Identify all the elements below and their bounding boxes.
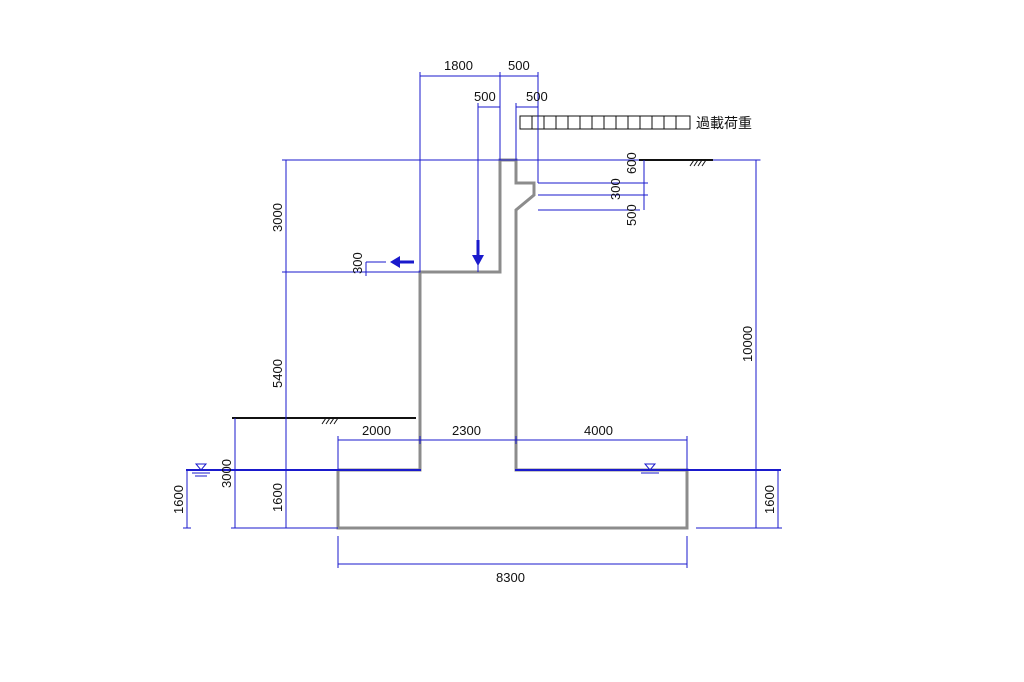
arrow-down-icon [472, 240, 484, 266]
ground-hatch-icon [321, 417, 339, 425]
dim-toe-width: 2000 [362, 423, 391, 438]
dim-corbel-600: 600 [624, 152, 639, 174]
water-level-icon [641, 463, 659, 474]
dim-middle-height: 5400 [270, 359, 285, 388]
dim-base-thickness-mid: 1600 [270, 483, 285, 512]
dim-base-width: 8300 [496, 570, 525, 585]
surcharge-label: 過載荷重 [696, 116, 752, 132]
dim-stem-top-left: 500 [474, 89, 496, 104]
dim-base-thickness-right: 1600 [762, 485, 777, 514]
dim-front-fill-height: 3000 [219, 459, 234, 488]
dim-step-300: 300 [350, 252, 365, 274]
dimension-labels: 1800 500 500 500 600 300 500 3000 300 54… [171, 58, 777, 585]
water-level-icon [192, 463, 210, 477]
dim-upper-height: 3000 [270, 203, 285, 232]
dim-base-thickness-left: 1600 [171, 485, 186, 514]
dim-total-height: 10000 [740, 326, 755, 362]
dimension-lines [183, 72, 782, 568]
dim-heel-width: 4000 [584, 423, 613, 438]
wall-structure [336, 158, 689, 530]
ground-hatch-icon [689, 159, 707, 167]
ground-lines [186, 159, 781, 471]
dim-stem-base-width: 2300 [452, 423, 481, 438]
surcharge-load [519, 115, 691, 130]
dim-top-stem-width: 500 [508, 58, 530, 73]
dim-corbel-500: 500 [624, 204, 639, 226]
arrow-left-icon [390, 256, 414, 268]
dim-top-heel-width: 1800 [444, 58, 473, 73]
dim-stem-top-right: 500 [526, 89, 548, 104]
wall-outline [336, 158, 689, 530]
dim-corbel-300: 300 [608, 178, 623, 200]
